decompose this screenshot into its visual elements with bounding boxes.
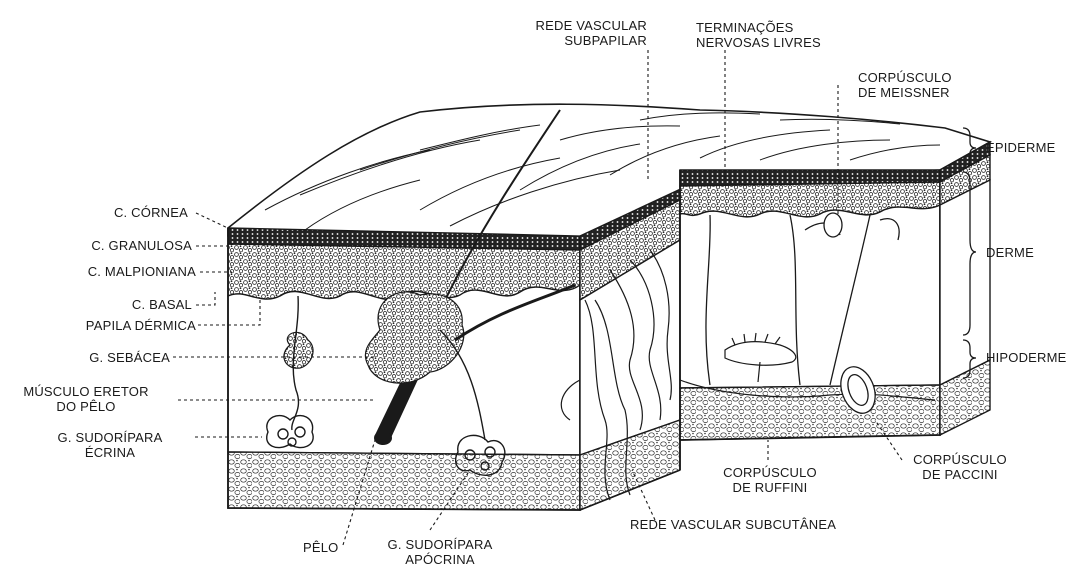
right-block-side <box>940 142 990 435</box>
label-terminacoes-line2: NERVOSAS LIVRES <box>696 35 821 50</box>
label-corpusculo-meissner: CORPÚSCULO DE MEISSNER <box>858 70 952 100</box>
label-c-cornea: C. CÓRNEA <box>114 205 188 220</box>
label-paccini-line1: CORPÚSCULO <box>905 452 1015 467</box>
label-rede-vascular-subcutanea: REDE VASCULAR SUBCUTÂNEA <box>630 517 836 532</box>
label-meissner-line1: CORPÚSCULO <box>858 70 952 85</box>
label-corpusculo-paccini: CORPÚSCULO DE PACCINI <box>905 452 1015 482</box>
label-terminacoes-line1: TERMINAÇÕES <box>696 20 821 35</box>
label-derme: DERME <box>986 245 1034 260</box>
meissner-corpuscle <box>824 213 842 237</box>
label-rede-vascular-subpapilar: REDE VASCULAR SUBPAPILAR <box>536 18 647 48</box>
label-g-sudoripara-apocrina-line2: APÓCRINA <box>370 552 510 567</box>
label-musculo-eretor-line2: DO PÊLO <box>6 399 166 414</box>
label-musculo-eretor-line1: MÚSCULO ERETOR <box>6 384 166 399</box>
label-musculo-eretor: MÚSCULO ERETOR DO PÊLO <box>6 384 166 414</box>
label-terminacoes-nervosas: TERMINAÇÕES NERVOSAS LIVRES <box>696 20 821 50</box>
right-block-front <box>680 170 940 470</box>
label-g-sebacea: G. SEBÁCEA <box>89 350 170 365</box>
label-rede-vascular-subpapilar-line2: SUBPAPILAR <box>536 33 647 48</box>
label-g-sudoripara-ecrina-line2: ÉCRINA <box>30 445 190 460</box>
label-meissner-line2: DE MEISSNER <box>858 85 952 100</box>
label-g-sudoripara-ecrina-line1: G. SUDORÍPARA <box>30 430 190 445</box>
label-rede-vascular-subpapilar-line1: REDE VASCULAR <box>536 18 647 33</box>
label-ruffini-line2: DE RUFFINI <box>715 480 825 495</box>
label-pelo: PÊLO <box>303 540 338 555</box>
label-g-sudoripara-ecrina: G. SUDORÍPARA ÉCRINA <box>30 430 190 460</box>
label-c-granulosa: C. GRANULOSA <box>91 238 192 253</box>
label-corpusculo-ruffini: CORPÚSCULO DE RUFFINI <box>715 465 825 495</box>
label-c-malpioniana: C. MALPIONIANA <box>88 264 196 279</box>
label-epiderme: EPIDERME <box>986 140 1056 155</box>
label-g-sudoripara-apocrina: G. SUDORÍPARA APÓCRINA <box>370 537 510 567</box>
label-hipoderme: HIPODERME <box>986 350 1067 365</box>
label-ruffini-line1: CORPÚSCULO <box>715 465 825 480</box>
label-c-basal: C. BASAL <box>132 297 192 312</box>
label-paccini-line2: DE PACCINI <box>905 467 1015 482</box>
label-papila-dermica: PAPILA DÉRMICA <box>86 318 196 333</box>
label-g-sudoripara-apocrina-line1: G. SUDORÍPARA <box>370 537 510 552</box>
